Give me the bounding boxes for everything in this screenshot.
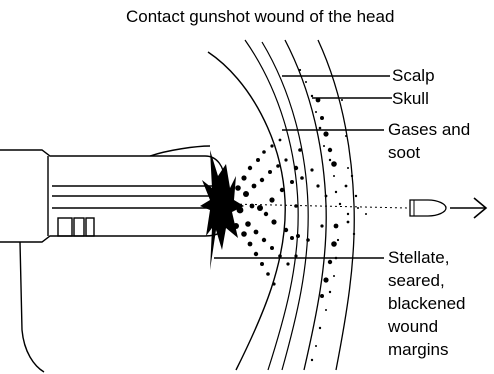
label-scalp: Scalp <box>392 65 435 86</box>
label-margins-line1: Stellate, <box>388 247 449 268</box>
label-margins-line2: seared, <box>388 270 445 291</box>
label-skull: Skull <box>392 88 429 109</box>
skull-inner-table <box>318 40 354 370</box>
label-gases-line2: soot <box>388 142 420 163</box>
leader-lines <box>214 76 392 258</box>
label-margins-line5: margins <box>388 339 448 360</box>
gases-and-soot-spray <box>227 139 367 286</box>
gun <box>0 146 224 372</box>
bullet <box>410 200 446 216</box>
direction-arrow <box>450 198 486 218</box>
skull-texture <box>299 69 349 361</box>
bullet-track <box>230 204 408 208</box>
label-gases-line1: Gases and <box>388 119 470 140</box>
label-margins-line3: blackened <box>388 293 466 314</box>
label-margins-line4: wound <box>388 316 438 337</box>
